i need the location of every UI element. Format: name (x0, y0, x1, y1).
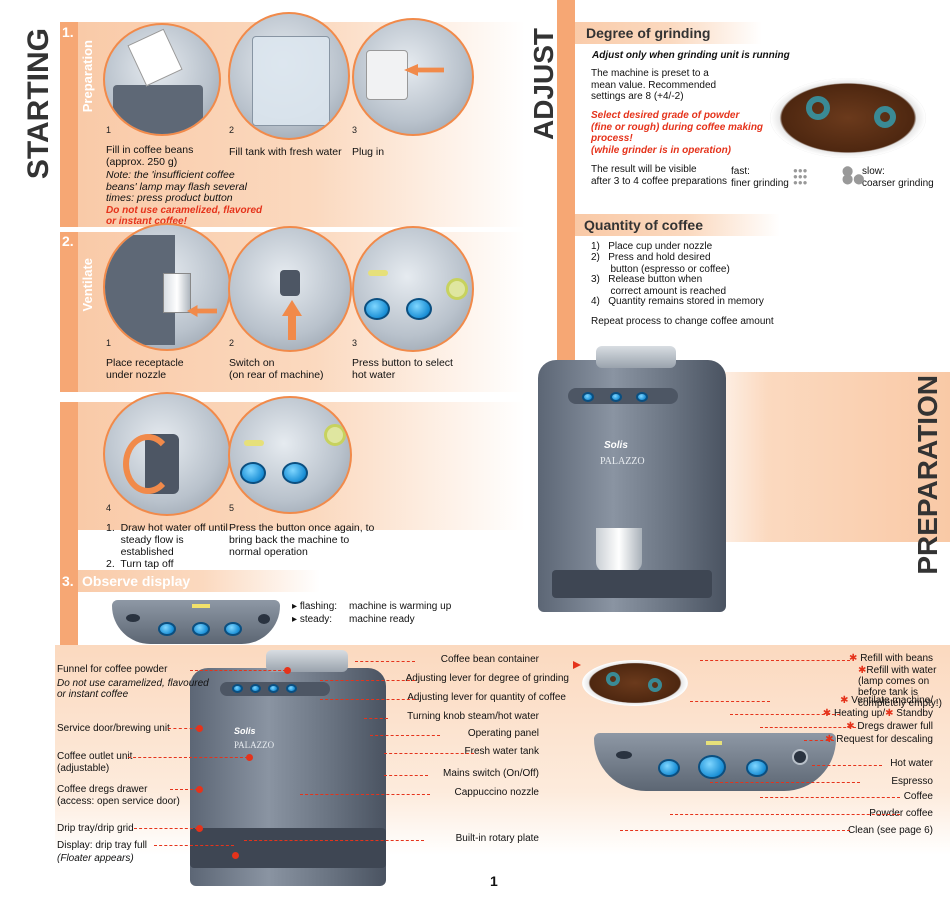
operating-panel-illustration (594, 733, 836, 791)
grinding-preset: The machine is preset to a mean value. R… (591, 68, 717, 102)
flashing-meaning: machine is warming up (349, 601, 452, 612)
grinding-warning: Select desired grade of powder (fine or … (591, 110, 764, 156)
grinding-fast: fast: finer grinding (731, 166, 789, 189)
quantity-title: Quantity of coffee (584, 217, 704, 233)
quantity-repeat: Repeat process to change coffee amount (591, 316, 774, 327)
part-grinding-lever: Adjusting lever for degree of grinding (405, 673, 569, 684)
quantity-step-2: 2) Press and hold desired button (espres… (591, 252, 730, 275)
heading-starting: STARTING (22, 28, 55, 180)
part-mains-switch: Mains switch (On/Off) (443, 768, 539, 779)
quantity-step-4: 4) Quantity remains stored in memory (591, 296, 764, 307)
display-band (60, 570, 320, 592)
section-title-preparation: Preparation (80, 40, 95, 113)
illustration-fill-beans (103, 23, 221, 136)
step-place-receptacle: Place receptacle under nozzle (106, 357, 184, 381)
part-funnel-warning: Do not use caramelized, flavoured or ins… (57, 678, 209, 700)
grinding-title: Degree of grinding (586, 25, 711, 41)
model-name: PALAZZO (600, 456, 645, 467)
brand-logo: Solis (604, 440, 628, 451)
part-descaling: ✱ Request for descaling (825, 734, 933, 745)
page-number: 1 (490, 873, 498, 889)
illustration-water-tank (228, 12, 350, 140)
part-drip-tray-full: Display: drip tray full (57, 840, 148, 851)
step-fill-beans: Fill in coffee beans (approx. 250 g) (106, 144, 194, 168)
quantity-step-1: 1) Place cup under nozzle (591, 241, 713, 252)
coarse-grind-icon: ⬤⬤⬤ (842, 166, 865, 185)
illustration-plug-in (352, 18, 474, 136)
illustration-receptacle (103, 223, 231, 351)
illustration-hot-water-button (352, 226, 474, 352)
step-draw-hot-water: 1. Draw hot water off until steady flow … (106, 522, 228, 570)
steady-meaning: machine ready (349, 614, 415, 625)
section-title-ventilate: Ventilate (80, 258, 95, 312)
display-panel (112, 600, 280, 644)
step-plug-in: Plug in (352, 146, 385, 158)
illustration-draw-water (103, 392, 231, 516)
section-number-2: 2. (62, 233, 74, 249)
part-refill-beans: ✱ Refill with beans (849, 653, 933, 664)
part-steam-knob: Turning knob steam/hot water (407, 711, 539, 722)
part-heating-standby: ✱ Heating up/✱ Standby (822, 708, 933, 719)
grinding-result: The result will be visible after 3 to 4 … (591, 164, 728, 187)
part-ventilate: ✱ Ventilate machine/ (840, 695, 933, 706)
part-quantity-lever: Adjusting lever for quantity of coffee (407, 692, 566, 703)
part-clean: Clean (see page 6) (847, 825, 933, 836)
part-dregs-full: ✱ Dregs drawer full (846, 721, 933, 732)
machine-parts-illustration: Solis PALAZZO (190, 650, 386, 886)
part-drip-tray: Drip tray/drip grid (57, 823, 134, 834)
illustration-switch-on (228, 226, 352, 352)
note-insufficient-beans: Note: the 'insufficient coffee beans' la… (106, 169, 247, 204)
step-press-button-again: Press the button once again, to bring ba… (229, 522, 375, 558)
part-dregs-drawer: Coffee dregs drawer (access: open servic… (57, 784, 180, 807)
part-coffee: Coffee (903, 791, 933, 802)
step-press-hot-water: Press button to select hot water (352, 357, 453, 381)
coffee-machine-illustration: Solis PALAZZO (538, 346, 726, 612)
part-rotary-plate: Built-in rotary plate (455, 833, 539, 844)
quantity-step-3: 3) Release button when correct amount is… (591, 274, 727, 297)
part-powder-coffee: Powder coffee (869, 808, 933, 819)
heading-adjust: ADJUST (528, 28, 559, 141)
part-espresso: Espresso (891, 776, 933, 787)
part-service-door: Service door/brewing unit (57, 723, 170, 734)
grinding-slow: slow: coarser grinding (862, 166, 934, 189)
warning-no-caramelized: Do not use caramelized, flavored or inst… (106, 205, 263, 227)
part-floater: (Floater appears) (57, 853, 134, 864)
part-cappuccino-nozzle: Cappuccino nozzle (454, 787, 540, 798)
part-operating-panel: Operating panel (467, 728, 539, 739)
heading-preparation: PREPARATION (912, 375, 943, 575)
illustration-press-again (228, 396, 352, 514)
grinder-small-illustration (582, 660, 688, 706)
section-number-3: 3. (62, 573, 74, 589)
part-bean-container: Coffee bean container (440, 654, 539, 665)
part-hot-water: Hot water (890, 758, 933, 769)
part-funnel: Funnel for coffee powder (57, 664, 168, 675)
part-water-tank: Fresh water tank (464, 746, 539, 757)
grinder-illustration (770, 78, 926, 158)
section-title-observe-display: Observe display (82, 573, 191, 589)
grinding-subtitle: Adjust only when grinding unit is runnin… (592, 50, 790, 61)
section-number-1: 1. (62, 24, 74, 40)
fine-grind-icon: ●●●●●●●●● (793, 166, 808, 187)
part-coffee-outlet: Coffee outlet unit (adjustable) (57, 751, 133, 774)
step-switch-on: Switch on (on rear of machine) (229, 357, 324, 381)
part-refill-water: ✱Refill with water (lamp comes on before… (858, 665, 942, 709)
step-fill-tank: Fill tank with fresh water (229, 146, 342, 158)
